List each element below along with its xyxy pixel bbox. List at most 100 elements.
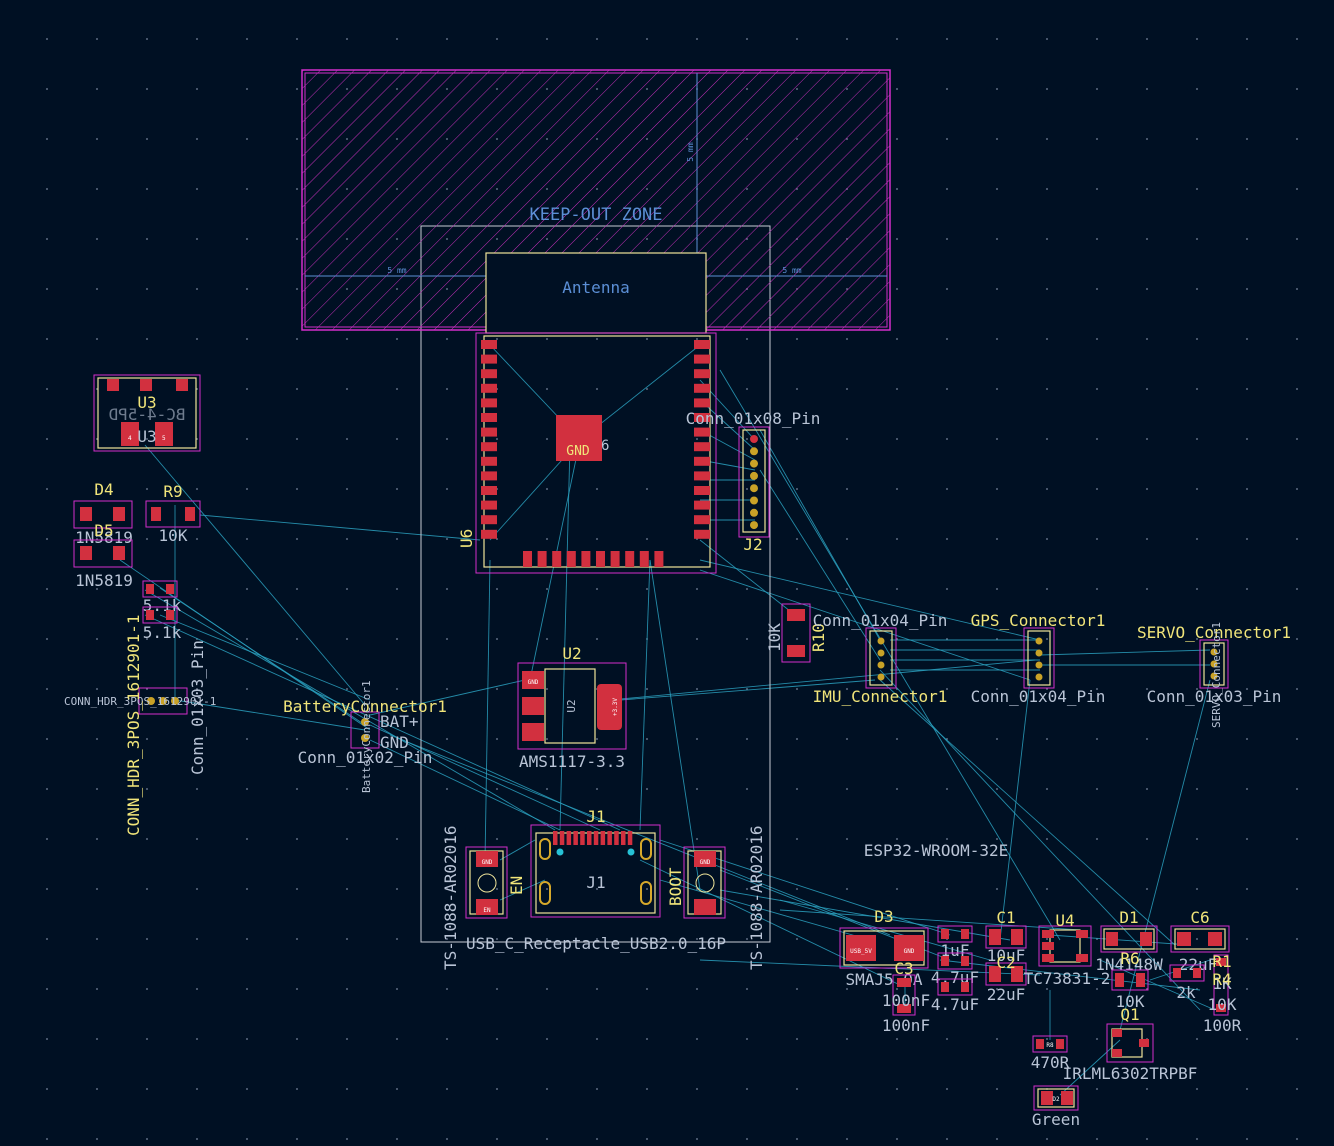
esp32-pad[interactable] (481, 529, 497, 539)
d2-led[interactable]: D2 Green (1032, 1085, 1080, 1129)
boot-switch[interactable]: GND BOOT TS-1088-AR02016 (666, 826, 766, 971)
gps-connector[interactable]: GPS_Connector1 Conn_01x04_Pin (971, 611, 1106, 706)
j2-pin[interactable] (750, 471, 758, 480)
esp32-pad[interactable] (481, 456, 497, 466)
j2-pin[interactable] (750, 484, 758, 493)
u2-regulator[interactable]: GND +3.3V U2 U2 AMS1117-3.3 (517, 644, 627, 771)
esp32-pad[interactable] (481, 515, 497, 525)
r1-resistor[interactable]: R1 1K (1212, 952, 1232, 1016)
esp32-pad[interactable] (694, 456, 710, 466)
esp32-pad[interactable] (523, 551, 532, 567)
u4-charger[interactable]: U4 TC73831-2 (1024, 911, 1111, 988)
u3-component[interactable]: 4 5 U3 U3 BC-4-5PD (93, 374, 201, 452)
cap-100nf-b[interactable]: 100nF (882, 1016, 930, 1035)
esp32-pad[interactable] (694, 354, 710, 364)
j2-pin[interactable] (750, 521, 758, 530)
d4-diode[interactable]: D4 1N5819 (73, 480, 133, 547)
esp32-pad[interactable] (596, 551, 605, 567)
esp32-pad[interactable] (694, 486, 710, 495)
esp32-pad[interactable] (481, 486, 497, 495)
esp32-pad[interactable] (581, 551, 591, 567)
usb-c-pad[interactable] (593, 831, 599, 845)
imu-connector[interactable]: Conn_01x04_Pin IMU_Connector1 (813, 611, 948, 706)
usb-c-pad[interactable] (553, 831, 558, 845)
usb-c-pad[interactable] (559, 831, 565, 845)
usb-c-pad[interactable] (621, 831, 626, 845)
esp32-pad[interactable] (481, 500, 497, 510)
esp32-pad[interactable] (481, 369, 497, 379)
usb-c-pad[interactable] (600, 831, 606, 845)
j1-usb-c[interactable]: J1 J1 USB_C_Receptacle_USB2.0_16P (466, 807, 726, 953)
r5-value: 100R (1203, 1016, 1242, 1035)
esp32-pad[interactable] (610, 551, 620, 567)
esp32-pad[interactable] (566, 551, 576, 567)
esp32-pad[interactable] (694, 369, 710, 379)
esp32-pad[interactable] (654, 551, 664, 567)
cap-4-7uf-b[interactable]: 4.7uF (931, 978, 979, 1014)
r8-resistor[interactable]: R8 470R (1031, 1035, 1070, 1072)
j2-pin[interactable] (750, 459, 758, 468)
esp32-pad[interactable] (552, 551, 562, 567)
usb-c-pad[interactable] (607, 831, 612, 845)
r5-resistor[interactable]: 100R (1203, 1016, 1242, 1035)
esp32-pad[interactable] (481, 354, 497, 364)
r6-value: 10K (1116, 992, 1145, 1011)
conn-hdr-3pos[interactable]: CONN_HDR_3POS_1612901-1 CONN_HDR_3POS_16… (64, 614, 216, 836)
cc-resistor-1[interactable]: 5.1k (142, 580, 182, 615)
r9-resistor[interactable]: R9 10K (145, 482, 201, 545)
j2-pin[interactable] (750, 508, 758, 517)
c2-capacitor[interactable]: C2 22uF (985, 953, 1027, 1004)
j2-pin[interactable] (750, 496, 758, 505)
servo-connector[interactable]: SERVO_Connector1 Conn_01x03_Pin SERVO_Co… (1137, 622, 1291, 728)
esp32-module[interactable]: GND 6 U6 ESP32-WROOM-32E (457, 332, 1008, 860)
esp32-pad[interactable] (481, 340, 497, 349)
esp32-pad[interactable] (625, 551, 635, 567)
esp32-pad[interactable] (694, 529, 710, 539)
esp32-pad[interactable] (481, 383, 497, 393)
keepout-zone[interactable]: KEEP-OUT ZONE 5 mm 5 mm 5 mm Antenna (301, 69, 891, 334)
c3-capacitor[interactable]: C3 100nF (882, 959, 930, 1016)
r-2k-resistor[interactable]: 2k (1169, 964, 1205, 1002)
en-switch[interactable]: GND EN EN TS-1088-AR02016 (441, 826, 526, 971)
esp32-pad[interactable] (537, 551, 547, 567)
esp32-pad[interactable] (481, 442, 497, 452)
esp32-pad[interactable] (694, 383, 710, 393)
esp32-pad[interactable] (694, 413, 710, 422)
esp32-pad[interactable] (481, 471, 497, 481)
esp32-pad[interactable] (481, 398, 497, 408)
esp32-pad[interactable] (694, 515, 710, 525)
servo-fab: SERVO_Connector1 (1210, 622, 1223, 728)
esp32-pad[interactable] (481, 413, 497, 422)
usb-c-pad[interactable] (627, 831, 633, 845)
esp32-pad[interactable] (694, 500, 710, 510)
usb-c-pad[interactable] (573, 831, 578, 845)
usb-c-pad[interactable] (566, 831, 572, 845)
esp32-pad[interactable] (694, 427, 710, 437)
j2-pin[interactable] (750, 435, 758, 443)
q1-mosfet[interactable]: Q1 IRLML6302TRPBF (1063, 1005, 1198, 1083)
r10-resistor[interactable]: R10 10K (765, 603, 828, 663)
esp32-pad[interactable] (481, 427, 497, 437)
d5-diode[interactable]: D5 1N5819 (73, 521, 133, 590)
esp32-pad[interactable] (694, 471, 710, 481)
j2-pin[interactable] (750, 447, 758, 456)
r6-resistor[interactable]: R6 10K (1111, 949, 1149, 1011)
c1-capacitor[interactable]: C1 10uF (985, 908, 1027, 965)
esp32-pad[interactable] (639, 551, 649, 567)
esp32-ground-pad[interactable] (556, 415, 602, 461)
j2-header[interactable]: Conn_01x08_Pin J2 (686, 409, 821, 554)
d1-diode[interactable]: D1 1N4148W (1095, 908, 1163, 974)
esp32-pad[interactable] (694, 442, 710, 452)
esp32-pad[interactable] (694, 340, 710, 349)
usb-c-pad[interactable] (614, 831, 619, 845)
usb-c-pad[interactable] (587, 831, 592, 845)
battery-connector[interactable]: BAT+ GND BatteryConnector1 Conn_01x02_Pi… (283, 680, 447, 793)
c2-ref: C2 (996, 953, 1015, 972)
usb-c-pad[interactable] (580, 831, 585, 845)
esp32-pad[interactable] (694, 398, 710, 408)
ratsnest (119, 344, 1216, 1096)
cc-resistor-2[interactable]: 5.1k (142, 606, 182, 642)
cap-1uf[interactable]: 1uF (937, 925, 973, 960)
r4-resistor[interactable]: R4 10K (1208, 970, 1237, 1014)
